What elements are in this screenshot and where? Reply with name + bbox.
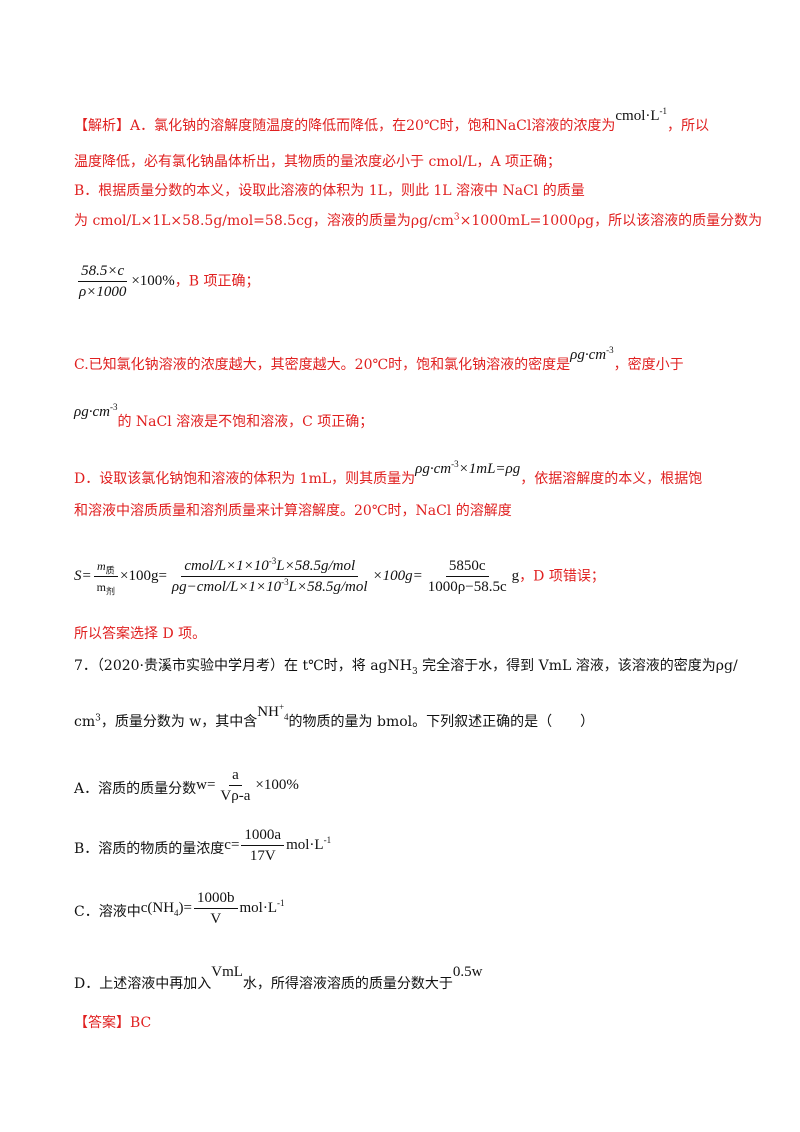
analysis-tag: 【解析】 <box>74 118 130 134</box>
analysis-a-line2: 温度降低，必有氯化钠晶体析出，其物质的量浓度必小于 cmol/L，A 项正确； <box>74 154 562 170</box>
analysis-a-line1: 【解析】A．氯化钠的溶解度随温度的降低而降低，在20℃时，饱和NaCl溶液的浓度… <box>74 106 710 135</box>
density-expression: ρg·cm-3 <box>570 345 614 364</box>
analysis-d-line1: D．设取该氯化钠饱和溶液的体积为 1mL，则其质量为ρg·cm-3×1mL=ρg… <box>74 459 703 488</box>
option-d: D．上述溶液中再加入VmL水，所得溶液溶质的质量分数大于0.5w <box>74 964 483 992</box>
density-expression: ρg·cm-3 <box>74 402 118 421</box>
concentration-unit: cmol·L-1 <box>615 106 668 125</box>
analysis-conclusion: 所以答案选择 D 项。 <box>74 626 207 642</box>
question-stem-line1: 7．（2020·贵溪市实验中学月考）在 t℃时，将 agNH3 完全溶于水，得到… <box>74 658 738 677</box>
answer-tag: 【答案】 <box>74 1015 130 1031</box>
mass-expression: ρg·cm-3×1mL=ρg <box>415 459 521 478</box>
question-source: （2020·贵溪市实验中学月考） <box>96 658 285 674</box>
analysis-c-line2: ρg·cm-3的 NaCl 溶液是不饱和溶液，C 项正确； <box>74 402 374 431</box>
analysis-c-line1: C.已知氯化钠溶液的浓度越大，其密度越大。20℃时，饱和氯化钠溶液的密度是ρg·… <box>74 345 684 374</box>
analysis-d-line2: 和溶液中溶质质量和溶剂质量来计算溶解度。20℃时，NaCl 的溶解度 <box>74 503 512 519</box>
answer-value: BC <box>130 1015 152 1031</box>
option-d-fraction: 0.5w <box>452 964 483 980</box>
analysis-b-line1: B．根据质量分数的本义，设取此溶液的体积为 1L，则此 1L 溶液中 NaCl … <box>74 183 585 199</box>
analysis-b-line2: 为 cmol/L×1L×58.5g/mol=58.5cg，溶液的质量为ρg/cm… <box>74 212 763 229</box>
ammonium-ion: NH+4 <box>257 702 289 722</box>
answer-line: 【答案】BC <box>74 1013 151 1033</box>
option-d-volume: VmL <box>211 964 243 980</box>
question-stem-line2: cm3，质量分数为 w，其中含NH+4的物质的量为 bmol。下列叙述正确的是（… <box>74 702 595 731</box>
question-number: 7． <box>74 658 97 674</box>
